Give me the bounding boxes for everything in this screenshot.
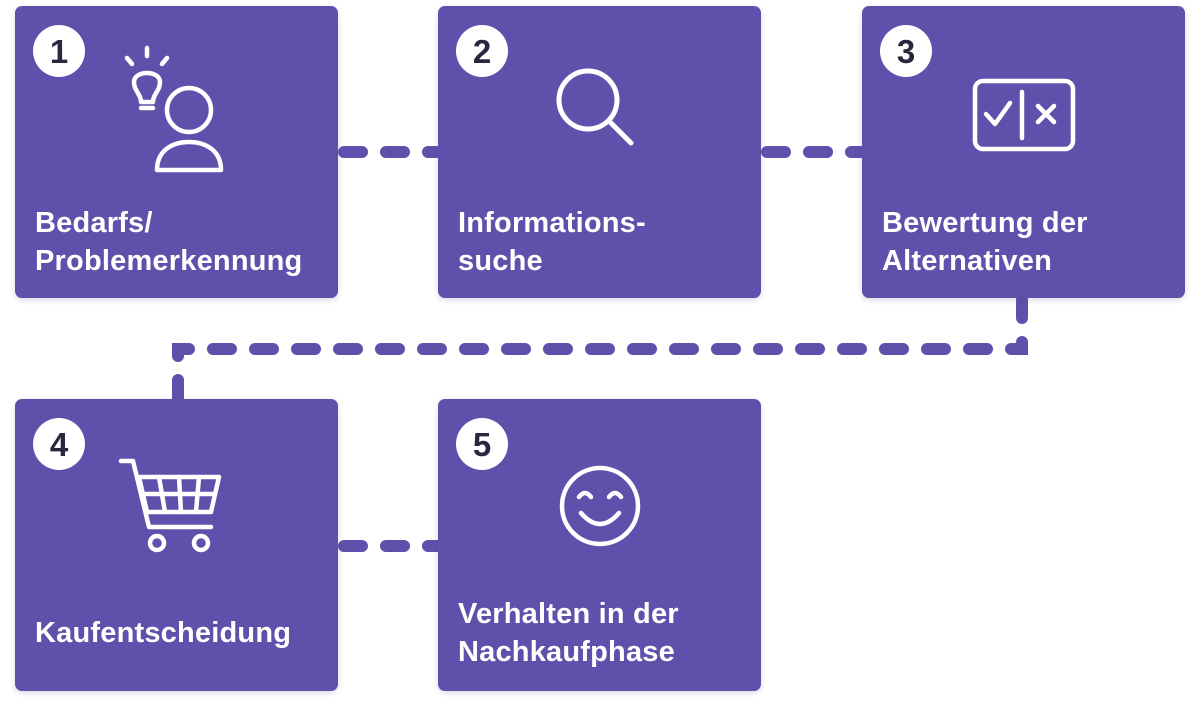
step-number-badge: 1 bbox=[33, 25, 85, 77]
shopping-cart-icon bbox=[118, 457, 229, 557]
smiley-face-icon bbox=[557, 463, 643, 549]
step-number-badge: 5 bbox=[456, 418, 508, 470]
step-card-4: 4 Kaufentscheidung bbox=[15, 399, 338, 691]
step-card-5: 5 Verhalten in der Nachkaufphase bbox=[438, 399, 761, 691]
step-number-badge: 4 bbox=[33, 418, 85, 470]
idea-person-icon bbox=[121, 45, 231, 176]
connector-3-4 bbox=[172, 294, 1028, 404]
step-number-badge: 3 bbox=[880, 25, 932, 77]
step-label: Verhalten in der Nachkaufphase bbox=[458, 598, 679, 668]
search-icon bbox=[554, 66, 644, 156]
step-label: Bewertung der Alternativen bbox=[882, 207, 1088, 277]
step-card-3: 3 Bewertung der Alternativen bbox=[862, 6, 1185, 298]
step-card-2: 2 Informations- suche bbox=[438, 6, 761, 298]
step-label: Informations- suche bbox=[458, 207, 646, 277]
step-label: Kaufentscheidung bbox=[35, 617, 292, 649]
step-label: Bedarfs/ Problemerkennung bbox=[35, 207, 303, 277]
check-versus-cross-icon bbox=[972, 78, 1076, 152]
step-card-1: 1 Bedarfs/ Problemerkennung bbox=[15, 6, 338, 298]
step-number-badge: 2 bbox=[456, 25, 508, 77]
